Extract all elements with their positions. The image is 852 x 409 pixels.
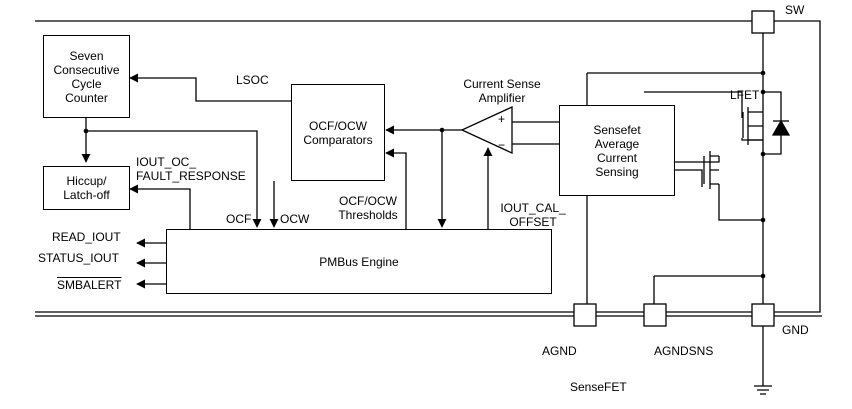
sensefet-caption: SenseFET — [570, 380, 627, 394]
sensefet-average-current-sensing-block: Sensefet Average Current Sensing — [559, 105, 675, 196]
ocw-label: OCW — [280, 212, 310, 226]
gnd-pin — [751, 303, 775, 327]
ocf-label: OCF — [226, 212, 252, 226]
agnd-label: AGND — [542, 344, 577, 358]
iout-cal-offset-label: IOUT_CAL_ OFFSET — [500, 201, 566, 229]
current-sense-amplifier-label: Current Sense Amplifier — [463, 77, 541, 105]
smbalert-label: SMBALERT — [57, 278, 122, 292]
lsoc-label: LSOC — [236, 73, 269, 87]
sw-pin — [751, 10, 775, 34]
status-iout-label: STATUS_IOUT — [38, 251, 119, 265]
current-sense-amplifier-shape — [460, 105, 513, 155]
agndsns-pin — [643, 303, 667, 327]
agndsns-label: AGNDSNS — [654, 344, 714, 358]
amp-plus-label: + — [498, 112, 506, 126]
amp-minus-label: − — [498, 138, 506, 152]
pmbus-engine-block: PMBus Engine — [166, 229, 552, 294]
read-iout-label: READ_IOUT — [52, 230, 121, 244]
lfet-label: LFET — [730, 88, 760, 102]
hiccup-latch-off-block: Hiccup/ Latch-off — [43, 166, 130, 210]
gnd-label: GND — [782, 323, 809, 337]
ocf-ocw-thresholds-label: OCF/OCW Thresholds — [338, 194, 398, 222]
sw-label: SW — [785, 3, 805, 17]
cycle-counter-block: Seven Consecutive Cycle Counter — [43, 35, 130, 118]
agnd-pin — [573, 303, 597, 327]
iout-oc-fault-response-label: IOUT_OC_ FAULT_RESPONSE — [136, 155, 246, 183]
die-top-edge — [35, 20, 821, 313]
ocf-ocw-comparators-block: OCF/OCW Comparators — [291, 84, 385, 181]
